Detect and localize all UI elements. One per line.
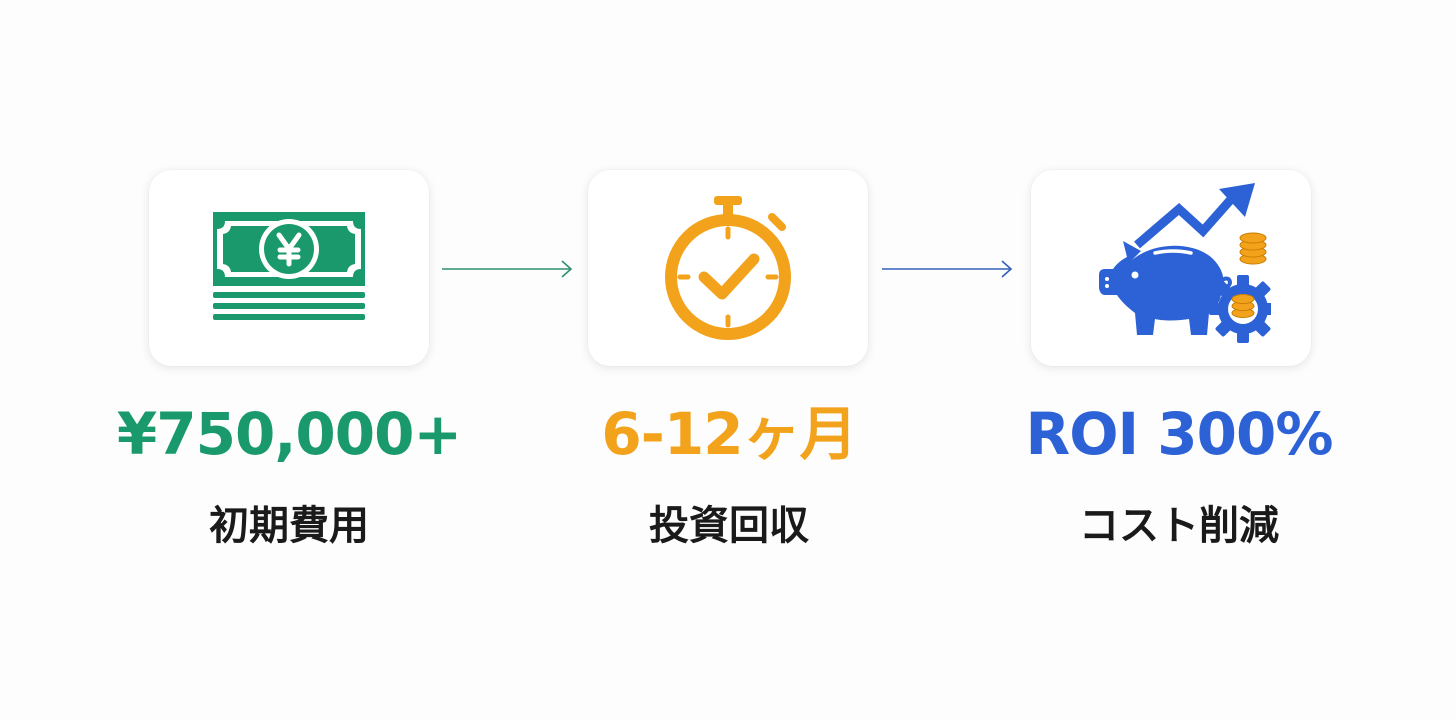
initial-cost-value: ¥750,000+	[116, 400, 462, 468]
arrow-right-icon	[442, 260, 573, 278]
payback-period-value: 6-12ヶ月	[601, 400, 857, 468]
initial-cost-label: 初期費用	[209, 503, 369, 549]
payback-period-label: 投資回収	[649, 503, 809, 549]
initial-cost-card	[149, 170, 429, 366]
payback-period-card	[588, 170, 868, 366]
piggy-bank-growth-icon	[1099, 183, 1271, 343]
stopwatch-check-icon	[665, 196, 791, 340]
yen-banknote-icon	[213, 212, 365, 320]
roi-value: ROI 300%	[1025, 400, 1334, 468]
arrow-right-icon	[882, 260, 1013, 278]
cost-reduction-card	[1031, 170, 1311, 366]
cost-reduction-label: コスト削減	[1079, 503, 1279, 549]
